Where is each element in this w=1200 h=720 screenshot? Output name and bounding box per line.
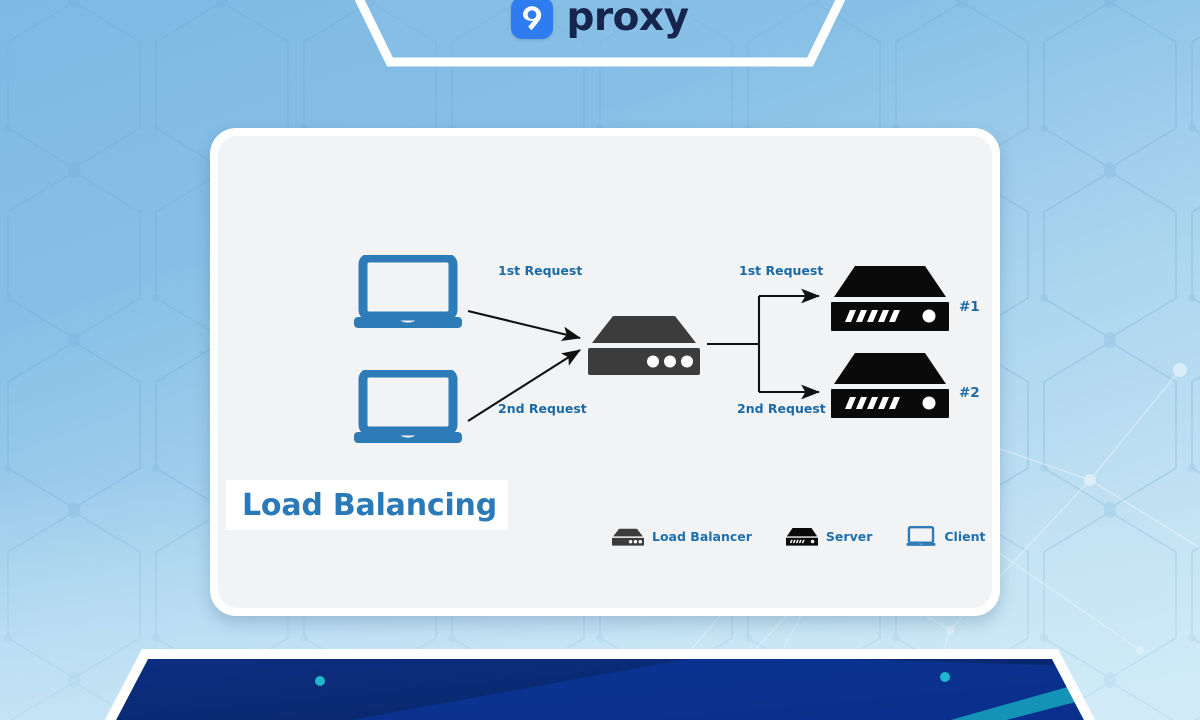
client-1-laptop bbox=[352, 253, 464, 331]
legend-label-load-balancer: Load Balancer bbox=[652, 529, 752, 544]
legend-item-client: Client bbox=[906, 526, 985, 547]
load-balancer-icon bbox=[588, 316, 700, 375]
top-banner-shape bbox=[354, 0, 846, 67]
brand-logo[interactable]: proxy bbox=[355, 0, 845, 55]
arrow-client1-to-lb bbox=[467, 309, 582, 341]
client-2-laptop bbox=[352, 368, 464, 446]
bottom-banner-shape bbox=[100, 649, 1100, 720]
label-client2-request: 2nd Request bbox=[498, 401, 587, 416]
server-1-badge: #1 bbox=[959, 299, 980, 315]
page-title: Load Balancing bbox=[242, 487, 497, 523]
server-2-node bbox=[831, 351, 949, 418]
laptop-icon bbox=[354, 368, 462, 443]
load-balancer-node bbox=[588, 314, 700, 376]
server-2-badge: #2 bbox=[959, 385, 980, 401]
server-1-node bbox=[831, 264, 949, 331]
server-icon bbox=[831, 353, 949, 418]
load-balancer-icon bbox=[612, 528, 644, 546]
server-icon bbox=[785, 527, 818, 546]
brand-wordmark: proxy bbox=[566, 0, 689, 40]
title-band: Load Balancing bbox=[226, 480, 508, 530]
legend-label-server: Server bbox=[825, 529, 873, 544]
laptop-icon bbox=[354, 253, 462, 328]
legend: Load Balancer bbox=[612, 526, 985, 547]
label-client1-request: 1st Request bbox=[498, 263, 583, 278]
legend-label-client: Client bbox=[944, 529, 986, 544]
legend-item-load-balancer: Load Balancer bbox=[612, 527, 752, 547]
diagram-card-surface: 1st Request 2nd Request 1st Request 2nd … bbox=[218, 136, 992, 608]
nineproxy-logo-icon bbox=[511, 0, 554, 39]
top-banner: proxy bbox=[354, 0, 846, 75]
server-icon bbox=[831, 266, 949, 331]
label-server2-request: 2nd Request bbox=[737, 401, 826, 416]
label-server1-request: 1st Request bbox=[739, 263, 824, 278]
laptop-icon bbox=[906, 526, 936, 546]
load-balancing-diagram: 1st Request 2nd Request 1st Request 2nd … bbox=[218, 136, 992, 608]
bottom-banner bbox=[90, 645, 1110, 720]
diagram-card: 1st Request 2nd Request 1st Request 2nd … bbox=[210, 128, 1000, 616]
legend-item-server: Server bbox=[785, 527, 873, 546]
